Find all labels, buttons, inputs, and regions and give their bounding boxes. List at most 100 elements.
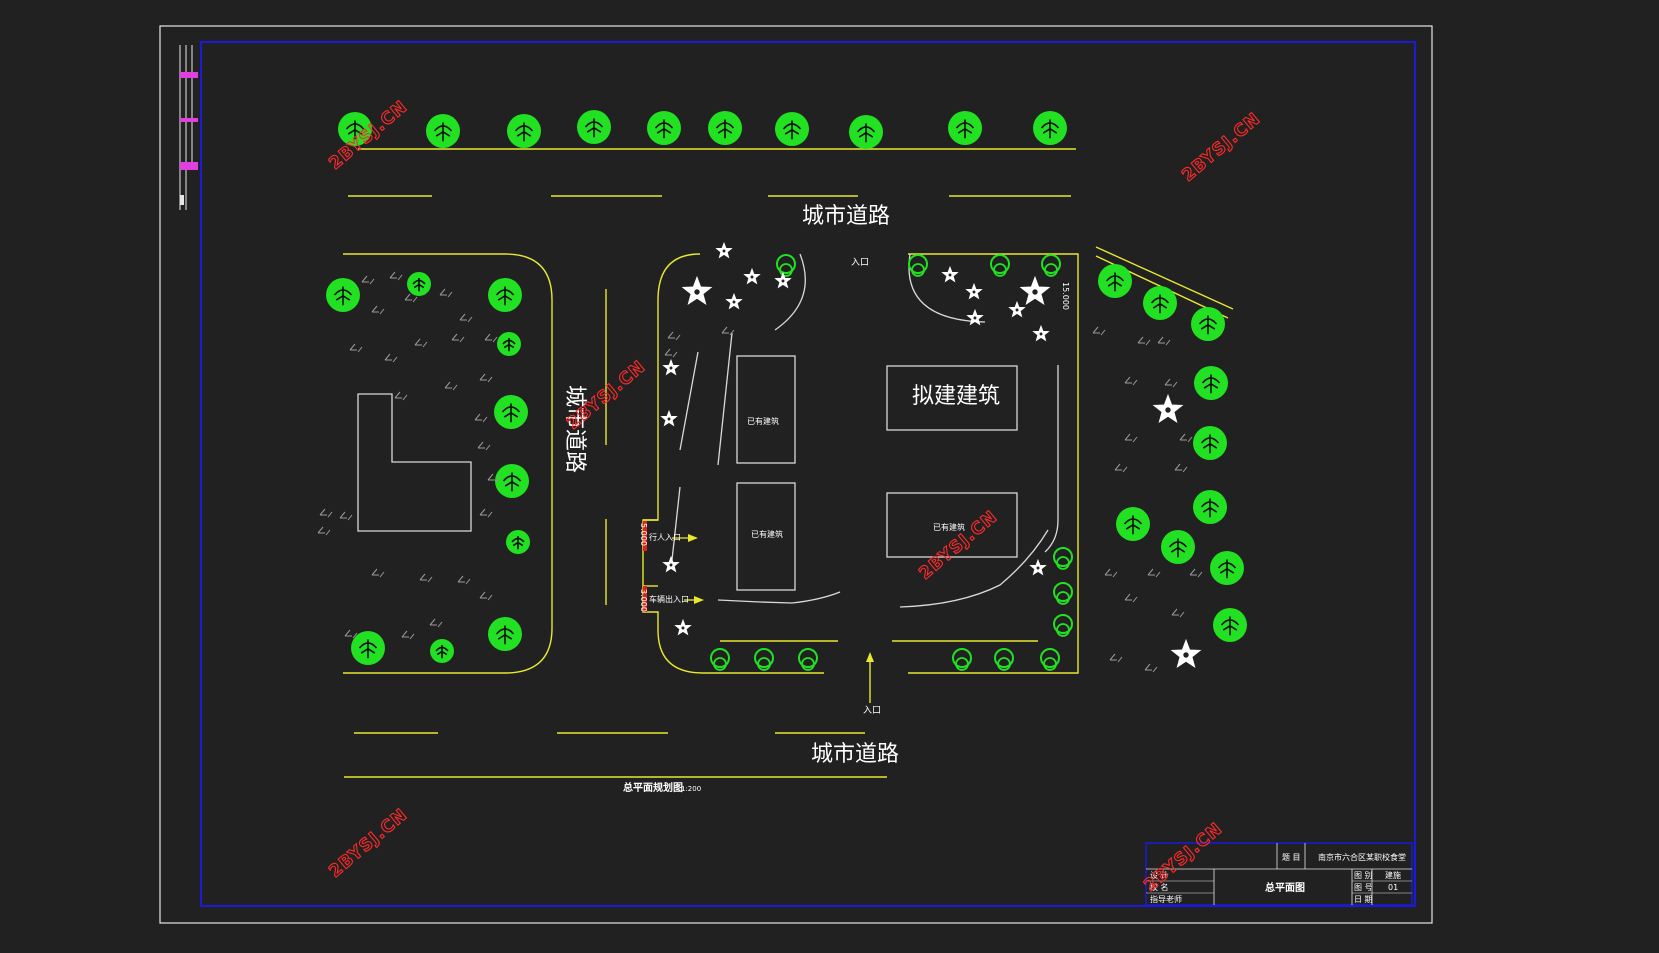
tree-icon [494,395,528,429]
grass-icon [319,508,333,518]
tree-icon [426,114,460,148]
flower-icon [774,271,792,289]
title-block-row-left-3: 指导老师 [1150,894,1182,904]
road-label-left: 城市道路 [562,385,587,473]
dimension-left-1: 5.000 [639,523,648,546]
entrance-label-top: 入口 [851,257,869,268]
title-block-drawing-name: 总平面图 [1265,881,1305,894]
new-building-label: 拟建建筑 [912,384,1000,409]
tree-icon [1098,264,1132,298]
grass-icon [477,441,491,451]
new-building [886,365,1018,431]
title-block-row-right-2: 图 号 [1354,883,1373,892]
grass-icon [474,413,488,423]
title-block-value-right-2: 01 [1388,883,1398,892]
watermark-5: 2BYSJ.CN [325,805,411,882]
tree-icon [407,272,431,296]
existing-building-1-label: 已有建筑 [747,416,779,426]
flower-symbols [660,241,1202,669]
tree-icon [708,111,742,145]
tree-icon [1213,608,1247,642]
grass-icon [401,630,415,640]
tree-icon [1033,111,1067,145]
tree-icon [495,464,529,498]
grass-icon [1137,336,1151,346]
flower-icon [1029,558,1047,576]
grass-icon [457,575,471,585]
grass-icon [1179,433,1193,443]
tree-icon [351,631,385,665]
tree-icon [577,110,611,144]
grass-icon [404,293,418,303]
title-block-row-left-1: 设 计 [1150,870,1169,880]
existing-building-3 [886,492,1018,558]
tree-icon [507,114,541,148]
grass-icon [344,629,358,639]
shrub-icon [754,648,774,671]
grass-icon [384,353,398,363]
tree-icon [948,111,982,145]
existing-building-3-label: 已有建筑 [933,522,965,532]
tree-icon [1161,530,1195,564]
tree-icon [1116,507,1150,541]
tree-icon [1194,366,1228,400]
grass-icon [1174,463,1188,473]
entrance-arrows [643,521,874,703]
shrub-icon [1041,254,1061,277]
shrub-icon [1053,547,1073,570]
shrub-icon [1053,614,1073,637]
flower-icon [725,292,743,310]
title-block-topic-value: 南京市六合区某职校食堂 [1318,852,1406,862]
flower-icon [681,275,713,306]
title-block-topic-label: 题 目 [1282,853,1301,862]
grass-icon [439,288,453,298]
grass-icon [1171,608,1185,618]
grass-icon [1164,378,1178,388]
tree-icon [1193,490,1227,524]
existing-building-1 [736,355,796,464]
title-block: 题 目 南京市六合区某职校食堂 总平面图 设 计 校 名 指导老师 图 别 图 … [1145,842,1413,906]
grass-icon [479,508,493,518]
title-block-row-left-2: 校 名 [1150,882,1169,892]
watermark-1: 2BYSJ.CN [325,97,411,174]
grass-icon [429,618,443,628]
flower-icon [1019,275,1051,306]
road-label-top: 城市道路 [802,204,890,229]
grass-icon [721,326,735,336]
inner-frame [200,41,1416,907]
title-block-value-right-1: 建施 [1385,870,1401,880]
tree-icon [1191,307,1225,341]
road-lines [343,148,1234,778]
grass-icon [479,373,493,383]
grass-icon [1157,336,1171,346]
tree-symbols [326,110,1247,665]
grass-icon [459,313,473,323]
flower-icon [662,358,680,376]
grass-icon [317,526,331,536]
grass-icon [339,511,353,521]
grass-icon [1092,326,1106,336]
pedestrian-entry-label: 行人入口 [649,532,681,542]
tree-icon [1193,426,1227,460]
grass-icon [349,343,363,353]
plan-title: 总平面规划图 [623,781,683,794]
tree-icon [430,639,454,663]
flower-icon [743,267,761,285]
grass-icon [394,391,408,401]
grass-icon [1104,568,1118,578]
grass-icon [667,331,681,341]
grass-symbols [317,271,1203,673]
tree-icon [488,617,522,651]
tree-icon [488,278,522,312]
shrub-icon [908,254,928,277]
grass-icon [664,348,678,358]
shrub-icon [1040,648,1060,671]
watermark-2: 2BYSJ.CN [1178,109,1264,186]
shrub-symbols [710,254,1073,671]
binding-strip [179,45,198,210]
entrance-label-bottom: 入口 [863,705,881,716]
existing-building-2-label: 已有建筑 [751,529,783,539]
grass-icon [1124,433,1138,443]
grass-icon [1109,653,1123,663]
